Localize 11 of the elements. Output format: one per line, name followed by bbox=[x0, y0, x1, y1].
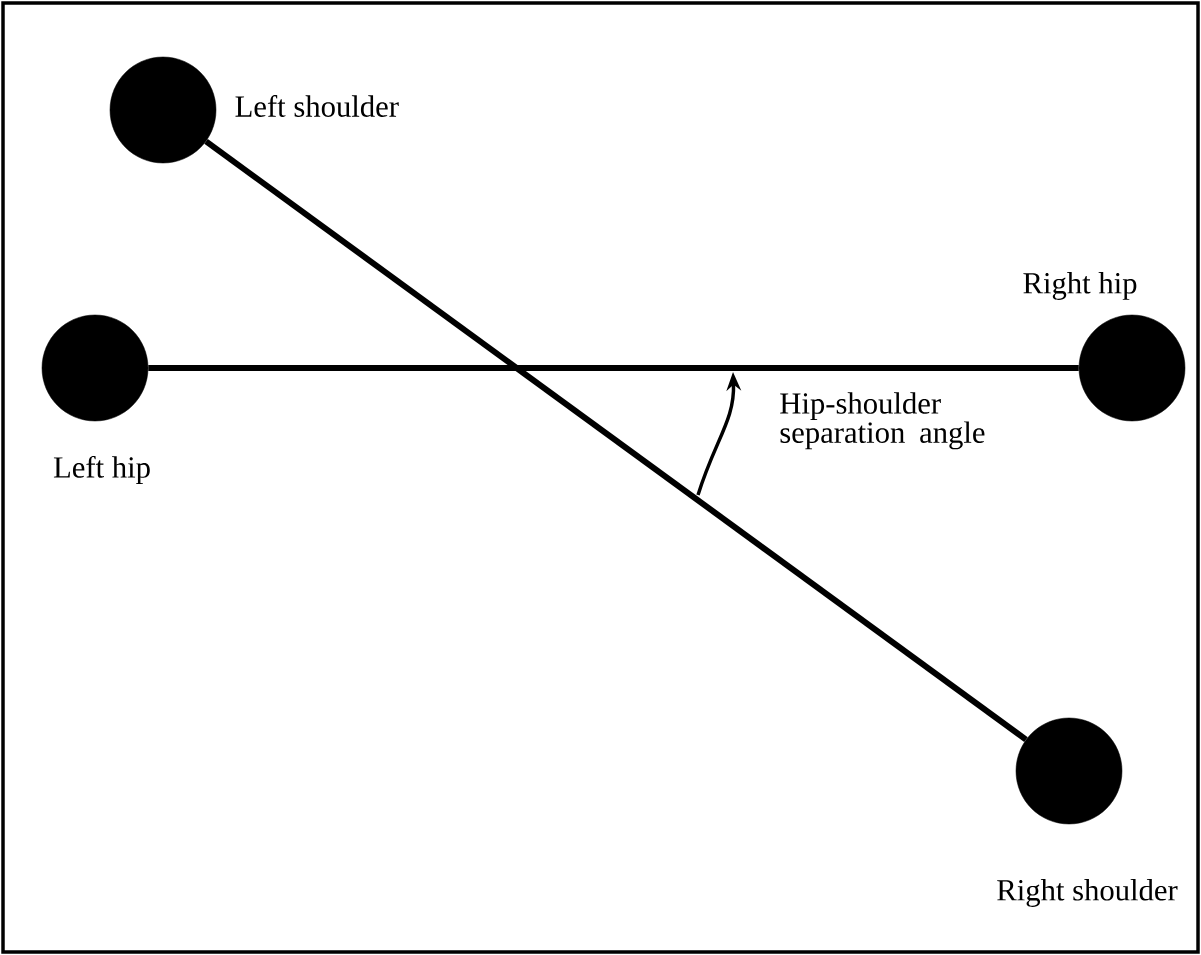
joint-label: Right hip bbox=[1023, 272, 1137, 300]
joint-label: Left hip bbox=[53, 455, 150, 485]
joint-label: Right shoulder bbox=[997, 879, 1178, 907]
angle-label: Hip-shoulder separation angle bbox=[780, 392, 985, 450]
joint-label: Left shoulder bbox=[235, 95, 399, 117]
segment-line bbox=[204, 138, 1028, 743]
segment-line bbox=[148, 365, 1079, 371]
joint-marker bbox=[1015, 717, 1123, 825]
joint-marker bbox=[109, 56, 217, 164]
joint-marker bbox=[1078, 314, 1186, 422]
joint-marker bbox=[41, 314, 149, 422]
